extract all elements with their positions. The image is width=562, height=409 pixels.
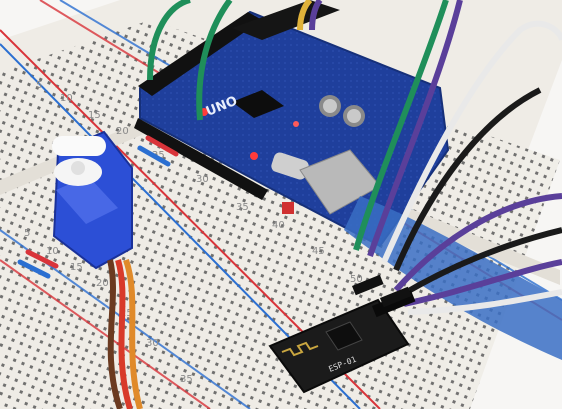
bb-num-9: 45: [312, 246, 325, 257]
bb-num-2: 10: [60, 93, 73, 104]
bb-num-16: 25: [120, 308, 133, 319]
servo-wire-orange: [123, 259, 143, 409]
crystal: [271, 152, 309, 180]
bb-num-17: 30: [146, 338, 159, 349]
servo-wire-red: [115, 259, 133, 409]
microcontroller-chip: [232, 90, 284, 118]
bb-num-3: 15: [88, 110, 101, 121]
usb-cable: [344, 196, 562, 360]
breadboard-numbers: 5 10 15 20 25 30 35 40 45 50 55 5 10 15 …: [24, 80, 397, 385]
bb-num-6: 30: [196, 174, 209, 185]
bb-num-7: 35: [236, 202, 249, 213]
reset-button: [282, 202, 294, 214]
bb-num-10: 50: [350, 274, 363, 285]
bb-num-4: 20: [116, 126, 129, 137]
small-jumpers: [17, 135, 179, 279]
servo-motor: [52, 130, 143, 409]
esp-module: ESP-01: [268, 290, 416, 394]
servo-wire-brown: [107, 259, 123, 409]
bb-num-14: 15: [70, 262, 83, 273]
bb-num-5: 25: [152, 150, 165, 161]
bb-num-12: 5: [24, 228, 30, 239]
bb-num-13: 10: [46, 246, 59, 257]
header-strip: [134, 118, 268, 200]
jumper-wires: [147, 0, 562, 315]
dupont-connectors: [352, 274, 412, 308]
bb-num-15: 20: [96, 278, 109, 289]
antenna-trace: [281, 341, 319, 357]
bb-num-1: 5: [36, 80, 42, 91]
bb-num-8: 40: [272, 220, 285, 231]
bb-num-18: 35: [180, 374, 193, 385]
